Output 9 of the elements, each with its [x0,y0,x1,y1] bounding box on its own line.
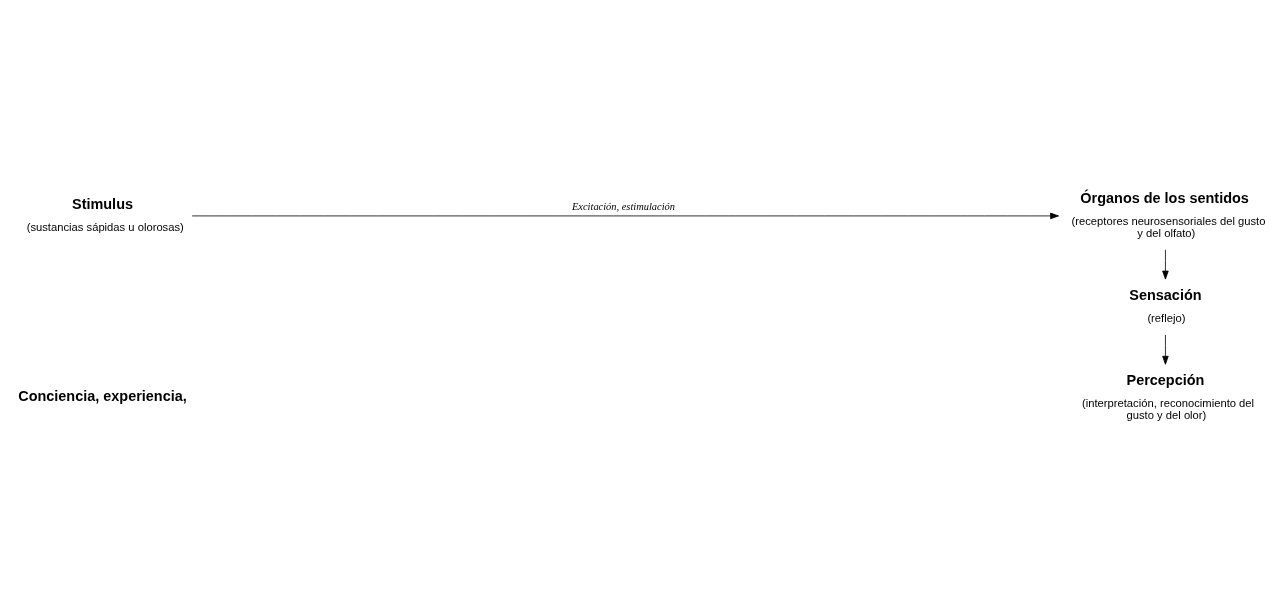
node-text: Sensación (reflejo) [1129,287,1202,325]
arrow [191,212,1059,220]
node-text: Stimulus (sustancias sápidas u olorosas) [26,196,184,234]
node-text: Percepción (interpretación, reconocimiento del gusto y del olor) [1081,371,1255,422]
arrow [1162,334,1169,365]
label: Conciencia, experiencia, [18,387,187,404]
node-text: Órganos de los sentidos (receptores neurosensoriales del gusto y del olfato) [1071,189,1266,239]
arrow [1162,249,1169,280]
edge-label: Excitación, estimulación [571,200,676,212]
